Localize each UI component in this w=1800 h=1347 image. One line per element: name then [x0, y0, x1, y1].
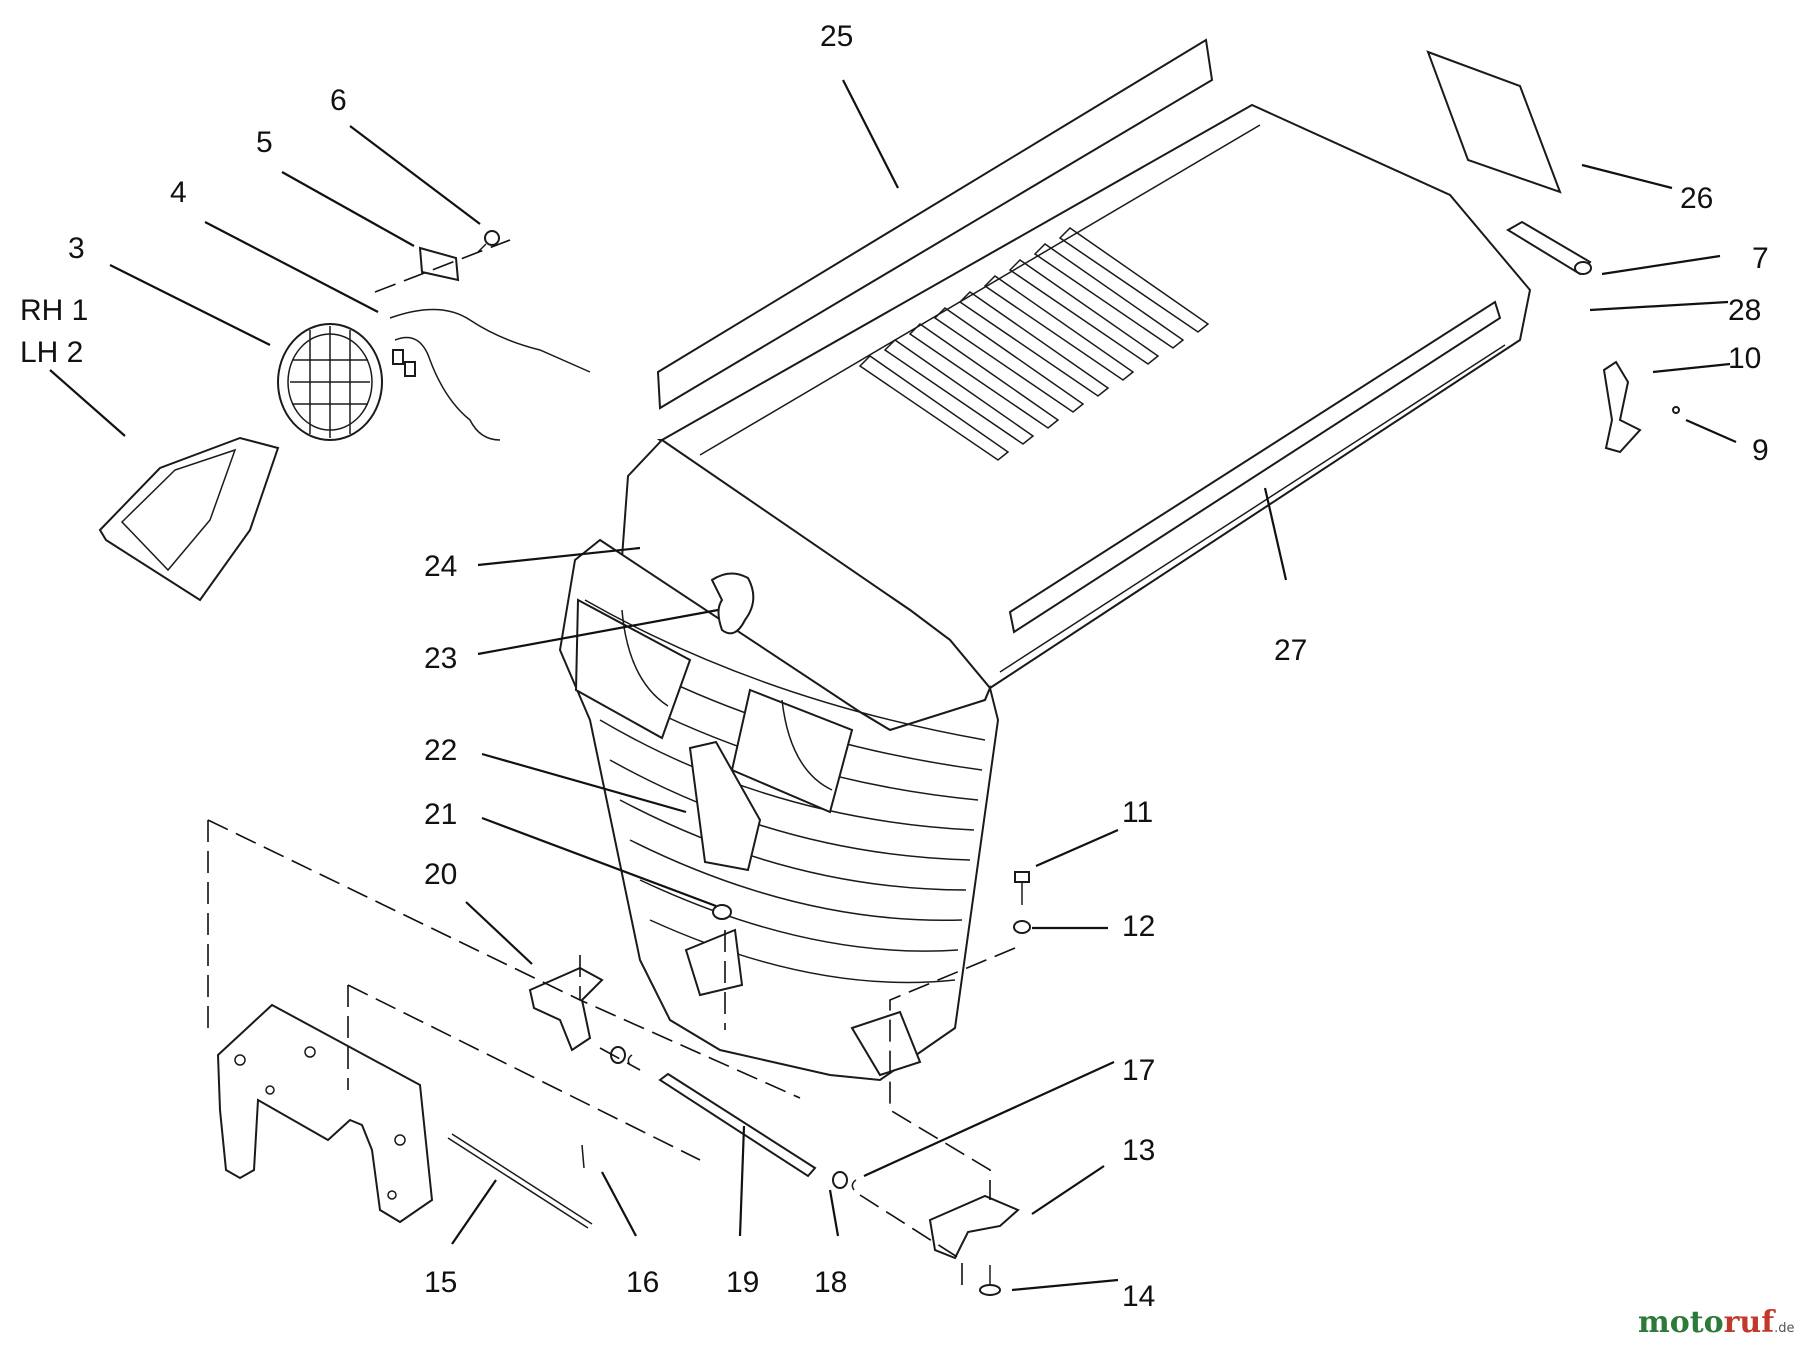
washer-18	[832, 1171, 848, 1189]
clip-17	[851, 1179, 857, 1191]
decal-26	[1426, 50, 1562, 194]
label-26: 26	[1680, 182, 1713, 215]
label-10: 10	[1728, 342, 1761, 375]
label-13: 13	[1122, 1134, 1155, 1167]
label-3: 3	[68, 232, 85, 265]
decal-25	[656, 38, 1214, 410]
pad-7	[1506, 220, 1592, 276]
label-24: 24	[424, 550, 457, 583]
rod-19	[658, 1072, 817, 1178]
watermark-suffix: .de	[1774, 1321, 1794, 1336]
label-4: 4	[170, 176, 187, 209]
label-19: 19	[726, 1266, 759, 1299]
assembly-lines	[207, 239, 1016, 1290]
label-21: 21	[424, 798, 457, 831]
label-rh-1: RH 1	[20, 294, 88, 327]
screw-6	[477, 230, 500, 253]
mounting-bracket-left	[216, 1003, 434, 1224]
bolt-11	[1014, 871, 1030, 905]
label-17: 17	[1122, 1054, 1155, 1087]
label-7: 7	[1752, 242, 1769, 275]
spring-9	[1672, 406, 1680, 414]
svg-text:motoruf.de: motoruf.de	[1638, 1305, 1795, 1340]
emblem-23	[710, 572, 755, 635]
label-12: 12	[1122, 910, 1155, 943]
screw-14	[979, 1265, 1001, 1296]
label-20: 20	[424, 858, 457, 891]
label-25: 25	[820, 20, 853, 53]
label-9: 9	[1752, 434, 1769, 467]
pin-16	[581, 1144, 585, 1169]
label-27: 27	[1274, 634, 1307, 667]
label-lh-2: LH 2	[20, 336, 83, 369]
label-14: 14	[1122, 1280, 1155, 1313]
label-6: 6	[330, 84, 347, 117]
label-11: 11	[1122, 796, 1153, 829]
headlight-housing-1-2	[98, 436, 280, 602]
label-16: 16	[626, 1266, 659, 1299]
clip-5	[418, 246, 460, 282]
washer-set-left	[610, 1046, 633, 1066]
hood-27	[558, 103, 1532, 1082]
hood-vents	[858, 227, 1210, 461]
rod-15	[447, 1133, 593, 1229]
label-23: 23	[424, 642, 457, 675]
callout-labels: RH 1 LH 2 3 4 5 6 25 26 7 28 10 9 27 24 …	[20, 20, 1769, 1313]
bracket-20	[528, 966, 604, 1052]
label-28: 28	[1728, 294, 1761, 327]
leader-lines	[49, 79, 1737, 1292]
plate-22	[688, 740, 762, 872]
watermark-logo: motoruf.de	[1638, 1305, 1795, 1340]
latch-10	[1602, 360, 1642, 454]
label-22: 22	[424, 734, 457, 767]
headlamp-3	[277, 323, 383, 441]
nut-21	[712, 904, 732, 920]
watermark-part2: ruf	[1724, 1305, 1777, 1340]
label-18: 18	[814, 1266, 847, 1299]
wire-harness-4	[389, 308, 591, 441]
label-5: 5	[256, 126, 273, 159]
watermark-part1: moto	[1638, 1305, 1724, 1340]
label-15: 15	[424, 1266, 457, 1299]
washer-12	[1013, 920, 1031, 934]
